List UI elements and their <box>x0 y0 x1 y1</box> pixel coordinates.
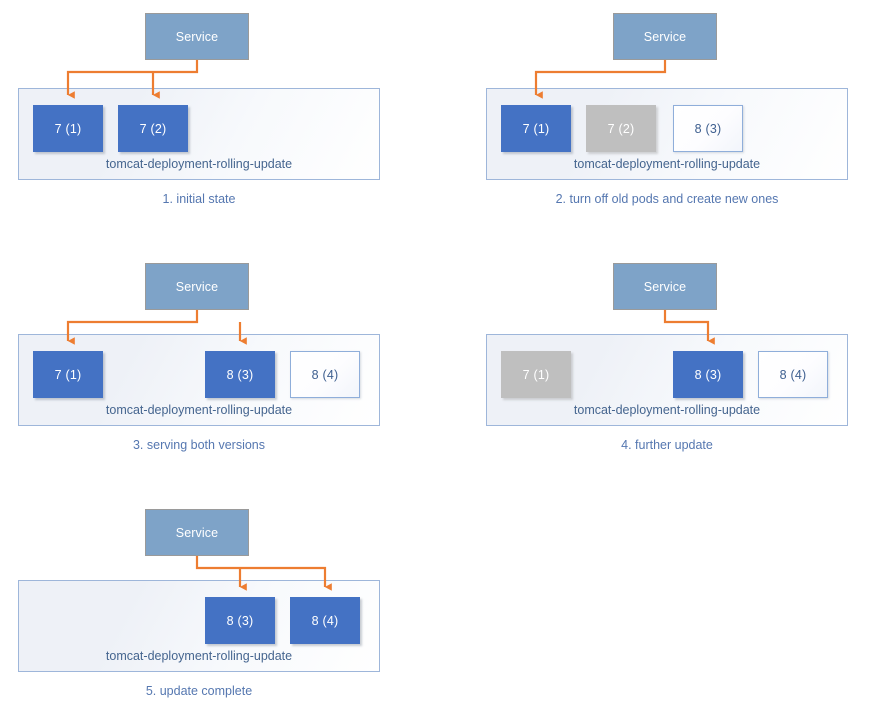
pod-8-3[interactable]: 8 (3) <box>205 597 275 644</box>
panel-caption: 5. update complete <box>145 684 253 698</box>
service-box[interactable]: Service <box>145 263 249 310</box>
pod-7-2[interactable]: 7 (2) <box>586 105 656 152</box>
pod-7-2[interactable]: 7 (2) <box>118 105 188 152</box>
pod-8-3[interactable]: 8 (3) <box>673 351 743 398</box>
panel-caption: 4. further update <box>621 438 713 452</box>
pod-7-1[interactable]: 7 (1) <box>501 105 571 152</box>
deployment-label: tomcat-deployment-rolling-update <box>105 157 293 171</box>
panel-caption: 2. turn off old pods and create new ones <box>555 192 779 206</box>
pod-7-1[interactable]: 7 (1) <box>501 351 571 398</box>
panel-caption: 3. serving both versions <box>132 438 265 452</box>
pod-8-4[interactable]: 8 (4) <box>290 597 360 644</box>
service-box[interactable]: Service <box>145 13 249 60</box>
deployment-label: tomcat-deployment-rolling-update <box>105 403 293 417</box>
pod-7-1[interactable]: 7 (1) <box>33 105 103 152</box>
service-box[interactable]: Service <box>613 13 717 60</box>
deployment-label: tomcat-deployment-rolling-update <box>573 157 761 171</box>
service-box[interactable]: Service <box>613 263 717 310</box>
pod-8-4[interactable]: 8 (4) <box>758 351 828 398</box>
panel-caption: 1. initial state <box>162 192 236 206</box>
pod-8-3[interactable]: 8 (3) <box>673 105 743 152</box>
deployment-label: tomcat-deployment-rolling-update <box>573 403 761 417</box>
pod-8-4[interactable]: 8 (4) <box>290 351 360 398</box>
pod-7-1[interactable]: 7 (1) <box>33 351 103 398</box>
deployment-label: tomcat-deployment-rolling-update <box>105 649 293 663</box>
pod-8-3[interactable]: 8 (3) <box>205 351 275 398</box>
service-box[interactable]: Service <box>145 509 249 556</box>
